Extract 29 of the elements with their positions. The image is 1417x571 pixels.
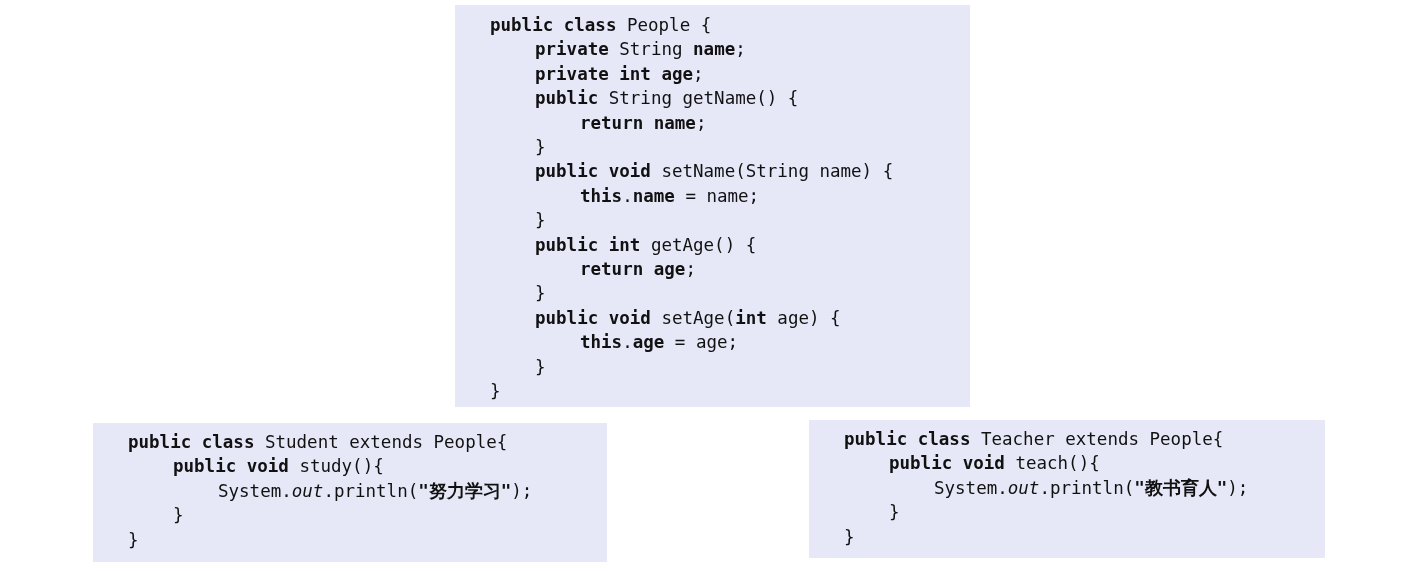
- code-line: }: [889, 501, 900, 524]
- code-line: private int age;: [535, 62, 704, 85]
- code-line: }: [535, 136, 546, 158]
- code-box: [93, 423, 607, 562]
- code-line: System.out.println("教书育人");: [934, 476, 1249, 499]
- code-line: public class Student extends People{: [128, 431, 508, 453]
- code-line: this.name = name;: [580, 184, 760, 207]
- code-line: public void setAge(int age) {: [535, 306, 841, 329]
- code-line: public void teach(){: [889, 452, 1100, 475]
- code-line: return age;: [580, 258, 696, 280]
- code-line: return name;: [580, 111, 707, 134]
- code-line: public String getName() {: [535, 87, 799, 110]
- code-line: public class People {: [490, 14, 712, 36]
- code-line: this.age = age;: [580, 331, 739, 354]
- code-line: }: [490, 380, 501, 402]
- code-box: [809, 420, 1325, 558]
- code-line: }: [173, 504, 184, 527]
- code-line: System.out.println("努力学习");: [218, 479, 533, 502]
- code-line: }: [535, 209, 546, 232]
- code-line: public int getAge() {: [535, 233, 757, 256]
- code-line: public void study(){: [173, 455, 384, 478]
- code-line: }: [844, 525, 855, 548]
- code-line: public void setName(String name) {: [535, 160, 894, 183]
- code-line: private String name;: [535, 38, 746, 61]
- code-line: }: [535, 355, 546, 378]
- code-box: [455, 5, 970, 407]
- code-line: }: [128, 528, 139, 551]
- code-line: public class Teacher extends People{: [844, 428, 1224, 450]
- code-line: }: [535, 282, 546, 305]
